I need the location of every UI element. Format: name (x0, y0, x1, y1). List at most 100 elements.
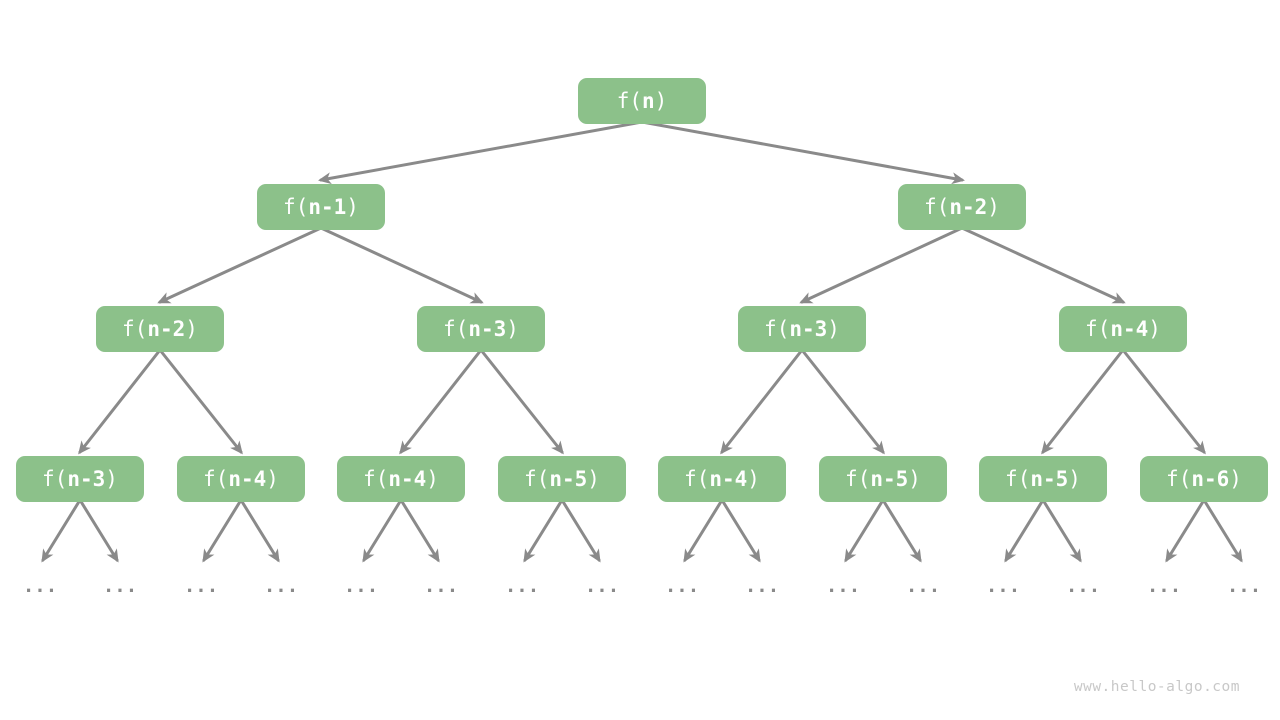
tree-node: f(n) (578, 78, 706, 124)
node-label-suffix: ) (185, 316, 198, 341)
node-label-argument: n (641, 88, 655, 113)
node-label-prefix: f( (845, 466, 871, 491)
node-label-argument: n-2 (949, 194, 988, 219)
edge-arrow (1041, 348, 1125, 455)
node-label-suffix: ) (1068, 466, 1081, 491)
edge-arrow (319, 226, 484, 304)
tree-node: f(n-4) (177, 456, 305, 502)
node-label-argument: n-1 (308, 194, 347, 219)
edge-arrow (78, 348, 162, 455)
node-label-prefix: f( (1005, 466, 1031, 491)
tree-node: f(n-6) (1140, 456, 1268, 502)
node-label-prefix: f( (924, 194, 950, 219)
edge-arrow (41, 498, 82, 563)
node-label-argument: n-3 (468, 316, 507, 341)
ellipsis-leaf: ... (343, 575, 379, 597)
edge-arrow (399, 348, 483, 455)
node-label-argument: n-5 (870, 466, 909, 491)
node-label-prefix: f( (42, 466, 68, 491)
ellipsis-leaf: ... (183, 575, 219, 597)
edge-arrow (960, 226, 1126, 304)
tree-node: f(n-1) (257, 184, 385, 230)
tree-node: f(n-4) (337, 456, 465, 502)
node-label-suffix: ) (346, 194, 359, 219)
node-label-prefix: f( (1085, 316, 1111, 341)
edge-arrow (202, 498, 243, 563)
ellipsis-leaf: ... (504, 575, 540, 597)
ellipsis-leaf: ... (22, 575, 58, 597)
ellipsis-leaf: ... (423, 575, 459, 597)
edge-arrow (560, 498, 601, 563)
node-label-prefix: f( (1166, 466, 1192, 491)
node-label-argument: n-4 (228, 466, 267, 491)
watermark: www.hello-algo.com (1073, 679, 1240, 695)
edge-arrow (640, 120, 965, 185)
edge-arrow (844, 498, 885, 563)
tree-node: f(n-2) (898, 184, 1026, 230)
node-label-suffix: ) (506, 316, 519, 341)
ellipsis-leaf: ... (664, 575, 700, 597)
ellipsis-leaf: ... (1065, 575, 1101, 597)
edge-arrow (683, 498, 724, 563)
node-label-argument: n-4 (388, 466, 427, 491)
ellipsis-leaf: ... (985, 575, 1021, 597)
edge-arrow (157, 226, 323, 304)
node-label-argument: n-4 (709, 466, 748, 491)
tree-node: f(n-5) (819, 456, 947, 502)
ellipsis-leaf: ... (1146, 575, 1182, 597)
tree-node: f(n-5) (979, 456, 1107, 502)
ellipsis-leaf: ... (102, 575, 138, 597)
edge-arrow (523, 498, 564, 563)
node-label-prefix: f( (764, 316, 790, 341)
tree-node: f(n-2) (96, 306, 224, 352)
node-label-prefix: f( (443, 316, 469, 341)
node-label-prefix: f( (363, 466, 389, 491)
node-label-argument: n-3 (67, 466, 106, 491)
tree-node: f(n-4) (1059, 306, 1187, 352)
edge-arrow (1121, 348, 1206, 455)
tree-node: f(n-4) (658, 456, 786, 502)
edge-arrow (362, 498, 403, 563)
edge-arrow (1165, 498, 1206, 563)
edge-arrow (800, 348, 885, 455)
node-label-suffix: ) (587, 466, 600, 491)
edge-arrow (799, 226, 964, 304)
ellipsis-leaf: ... (825, 575, 861, 597)
node-label-argument: n-5 (1030, 466, 1069, 491)
edge-arrow (720, 348, 804, 455)
tree-node: f(n-3) (738, 306, 866, 352)
edge-arrow (479, 348, 564, 455)
tree-node: f(n-3) (16, 456, 144, 502)
node-label-argument: n-6 (1191, 466, 1230, 491)
node-label-prefix: f( (616, 88, 642, 113)
node-label-suffix: ) (654, 88, 668, 113)
edge-arrow (1202, 498, 1243, 563)
edge-arrow (399, 498, 440, 563)
node-label-suffix: ) (747, 466, 760, 491)
node-label-prefix: f( (122, 316, 148, 341)
ellipsis-leaf: ... (263, 575, 299, 597)
edge-arrow (720, 498, 761, 563)
edge-arrow (1041, 498, 1082, 563)
ellipsis-leaf: ... (1226, 575, 1262, 597)
node-label-suffix: ) (987, 194, 1000, 219)
node-label-suffix: ) (908, 466, 921, 491)
edge-arrow (158, 348, 243, 455)
node-label-suffix: ) (266, 466, 279, 491)
ellipsis-leaf: ... (905, 575, 941, 597)
node-label-suffix: ) (1229, 466, 1242, 491)
ellipsis-leaf: ... (744, 575, 780, 597)
edge-arrow (1004, 498, 1045, 563)
node-label-prefix: f( (203, 466, 229, 491)
node-label-argument: n-3 (789, 316, 828, 341)
node-label-argument: n-2 (147, 316, 186, 341)
edge-arrow (239, 498, 280, 563)
edge-arrow (78, 498, 119, 563)
node-label-suffix: ) (827, 316, 840, 341)
node-label-prefix: f( (524, 466, 550, 491)
tree-node: f(n-5) (498, 456, 626, 502)
node-label-argument: n-5 (549, 466, 588, 491)
node-label-prefix: f( (283, 194, 309, 219)
